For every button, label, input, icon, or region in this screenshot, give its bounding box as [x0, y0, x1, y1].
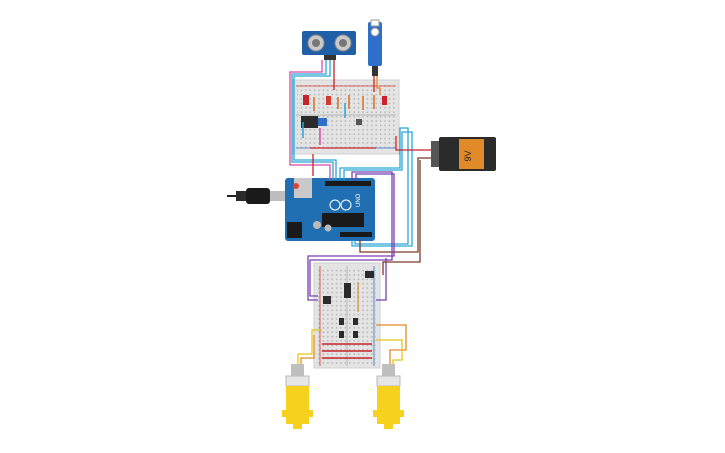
dc-motor-left[interactable] [282, 364, 313, 429]
dc-motor-right[interactable] [373, 364, 404, 429]
top-breadboard-components [301, 95, 387, 145]
arduino-logo-text: UNO [356, 193, 362, 207]
bottom-breadboard-components [322, 271, 374, 359]
battery-icon[interactable]: 9V [431, 137, 496, 171]
bottom-breadboard[interactable] [313, 262, 381, 369]
battery-label: 9V [463, 150, 473, 161]
servo-motor-icon[interactable] [368, 19, 382, 76]
usb-cable-icon [227, 188, 286, 204]
arduino-uno-icon[interactable]: UNO [285, 178, 375, 241]
ultrasonic-sensor-icon[interactable] [302, 31, 356, 60]
wires [289, 60, 431, 364]
top-breadboard[interactable] [292, 79, 400, 155]
